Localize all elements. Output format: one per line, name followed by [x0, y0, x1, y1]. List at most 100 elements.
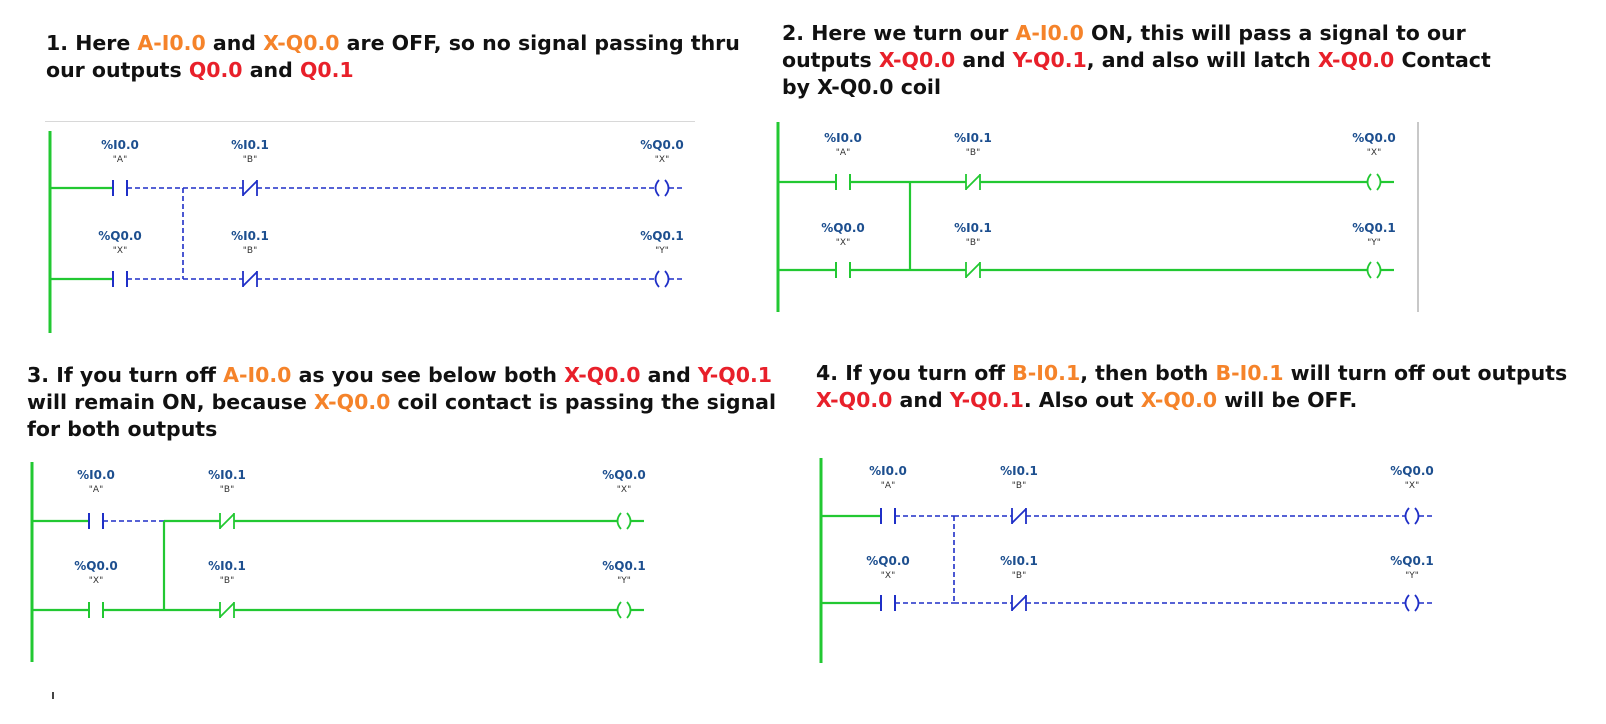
stray-mark [52, 692, 54, 699]
contact-x-tag: "X" [881, 571, 895, 581]
contact-x-latch-symbol [112, 271, 128, 287]
coil-x-address: %Q0.0 [1390, 464, 1433, 478]
contact-x-latch-symbol [835, 262, 851, 278]
contact-a-address: %I0.0 [77, 468, 115, 482]
coil-y-address: %Q0.1 [602, 559, 645, 573]
contact-b-nc-symbol-rung2-slash [1011, 595, 1027, 611]
contact-b-nc-symbol-slash [965, 174, 981, 190]
ladder-diagram: %I0.0"A"%I0.1"B"%Q0.0"X"%Q0.0"X"%I0.1"B"… [776, 122, 1419, 312]
caption-text: and [205, 31, 264, 55]
contact-b-rung2-address: %I0.1 [1000, 554, 1038, 568]
coil-y-symbol [654, 270, 670, 288]
coil-y-symbol [1404, 594, 1420, 612]
coil-x-tag: "X" [655, 155, 669, 165]
caption-step-1: 1. Here A-I0.0 and X-Q0.0 are OFF, so no… [46, 30, 766, 84]
caption-highlight: X-Q0.0 [816, 388, 893, 412]
caption-text: and [640, 363, 698, 387]
contact-b-nc-symbol [242, 180, 258, 196]
caption-text: 2. Here we turn our [782, 21, 1016, 45]
coil-y-address: %Q0.1 [640, 229, 683, 243]
caption-highlight: X-Q0.0 [314, 390, 391, 414]
contact-a-symbol [88, 513, 104, 529]
caption-step-4: 4. If you turn off B-I0.1, then both B-I… [816, 360, 1576, 414]
caption-highlight: X-Q0.0 [1140, 388, 1218, 412]
caption-text: , and also will latch [1086, 48, 1318, 72]
contact-x-address: %Q0.0 [98, 229, 141, 243]
caption-text: will be OFF. [1217, 388, 1358, 412]
contact-b-rung2-tag: "B" [966, 238, 980, 248]
contact-b-nc-symbol-rung2 [242, 271, 258, 287]
contact-b-rung2-tag: "B" [1012, 571, 1026, 581]
contact-b-address: %I0.1 [954, 131, 992, 145]
caption-step-3: 3. If you turn off A-I0.0 as you see bel… [27, 362, 802, 443]
ladder-panel-step-3: %I0.0"A"%I0.1"B"%Q0.0"X"%Q0.0"X"%I0.1"B"… [28, 462, 678, 662]
contact-a-tag: "A" [89, 485, 103, 495]
coil-y-symbol [616, 601, 632, 619]
coil-y-symbol-right-arc [1376, 261, 1382, 279]
contact-b-nc-symbol [1011, 508, 1027, 524]
coil-y-symbol-left-arc [616, 601, 622, 619]
contact-b-address: %I0.1 [208, 468, 246, 482]
coil-y-symbol [1366, 261, 1382, 279]
coil-y-symbol-left-arc [1404, 594, 1410, 612]
contact-a-tag: "A" [836, 148, 850, 158]
contact-b-rung2-address: %I0.1 [231, 229, 269, 243]
contact-b-nc-symbol-slash [219, 513, 235, 529]
coil-y-symbol-right-arc [664, 270, 670, 288]
caption-highlight: Y-Q0.1 [949, 388, 1024, 412]
caption-step-2: 2. Here we turn our A-I0.0 ON, this will… [782, 20, 1502, 101]
caption-text: , then both [1080, 361, 1216, 385]
caption-text: and [955, 48, 1013, 72]
contact-b-rung2-address: %I0.1 [954, 221, 992, 235]
contact-b-address: %I0.1 [231, 138, 269, 152]
coil-y-address: %Q0.1 [1352, 221, 1395, 235]
coil-x-symbol-right-arc [1414, 507, 1420, 525]
coil-y-symbol-left-arc [654, 270, 660, 288]
coil-x-symbol [654, 179, 670, 197]
contact-a-address: %I0.0 [824, 131, 862, 145]
coil-x-symbol-left-arc [1366, 173, 1372, 191]
contact-b-nc-symbol-rung2 [1011, 595, 1027, 611]
caption-highlight: X-Q0.0 [263, 31, 340, 55]
coil-x-symbol-left-arc [1404, 507, 1410, 525]
coil-x-symbol [1366, 173, 1382, 191]
caption-text: and [242, 58, 300, 82]
contact-b-nc-symbol [219, 513, 235, 529]
contact-a-tag: "A" [113, 155, 127, 165]
coil-y-symbol-left-arc [1366, 261, 1372, 279]
coil-y-address: %Q0.1 [1390, 554, 1433, 568]
contact-b-rung2-tag: "B" [243, 246, 257, 256]
contact-x-address: %Q0.0 [821, 221, 864, 235]
caption-text: 4. If you turn off [816, 361, 1013, 385]
caption-text: ON, this will pass a signal to our outpu… [782, 21, 1466, 72]
caption-text: 3. If you turn off [27, 363, 224, 387]
contact-b-nc-symbol-rung2-slash [242, 271, 258, 287]
caption-highlight: B-I0.1 [1012, 361, 1081, 385]
caption-highlight: A-I0.0 [137, 31, 206, 55]
caption-highlight: Y-Q0.1 [697, 363, 773, 387]
caption-text: will remain ON, because [27, 390, 315, 414]
coil-x-symbol [616, 512, 632, 530]
contact-a-symbol [880, 508, 896, 524]
contact-a-address: %I0.0 [101, 138, 139, 152]
ladder-diagram: %I0.0"A"%I0.1"B"%Q0.0"X"%Q0.0"X"%I0.1"B"… [30, 462, 646, 662]
contact-b-tag: "B" [243, 155, 257, 165]
coil-x-tag: "X" [617, 485, 631, 495]
contact-a-address: %I0.0 [869, 464, 907, 478]
coil-x-symbol-left-arc [654, 179, 660, 197]
contact-b-tag: "B" [1012, 481, 1026, 491]
contact-b-rung2-address: %I0.1 [208, 559, 246, 573]
caption-highlight: X-Q0.0 [1317, 48, 1395, 72]
coil-x-symbol-right-arc [1376, 173, 1382, 191]
caption-highlight: Q0.0 [188, 58, 243, 82]
contact-x-tag: "X" [836, 238, 850, 248]
ladder-panel-step-2: %I0.0"A"%I0.1"B"%Q0.0"X"%Q0.0"X"%I0.1"B"… [772, 122, 1422, 312]
caption-highlight: Y-Q0.1 [1012, 48, 1087, 72]
contact-b-tag: "B" [220, 485, 234, 495]
contact-b-nc-symbol-slash [1011, 508, 1027, 524]
contact-b-rung2-tag: "B" [220, 576, 234, 586]
contact-b-nc-symbol-rung2-slash [219, 602, 235, 618]
caption-text: 1. Here [46, 31, 138, 55]
caption-text: as you see below both [291, 363, 565, 387]
caption-highlight: A-I0.0 [223, 363, 292, 387]
